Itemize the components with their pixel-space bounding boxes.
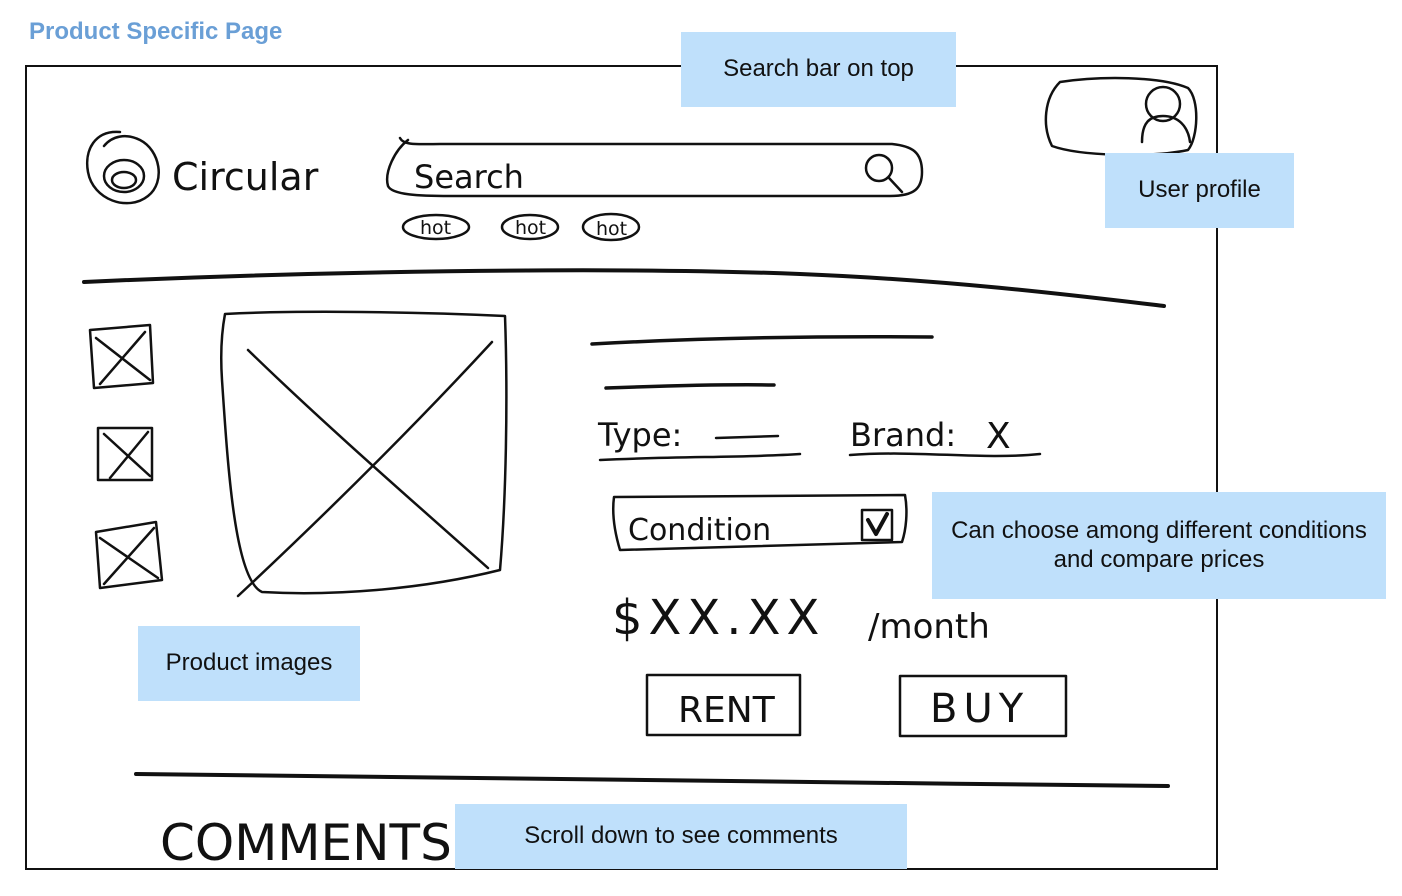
thumbnail-image-1[interactable] [88, 323, 155, 390]
checkbox-icon[interactable] [860, 508, 894, 542]
page-heading: Product Specific Page [29, 18, 283, 45]
main-product-image[interactable] [219, 310, 508, 598]
rent-button[interactable] [645, 673, 802, 737]
user-profile-button[interactable] [1044, 76, 1198, 157]
search-placeholder: Search [414, 158, 524, 196]
type-value-placeholder [714, 434, 780, 440]
hot-tag-2[interactable] [500, 213, 560, 241]
product-subtitle-placeholder [604, 382, 776, 390]
thumbnail-image-3[interactable] [94, 520, 164, 590]
brand-underline [848, 452, 1042, 458]
rent-button-label: RENT [678, 690, 776, 731]
search-bar[interactable] [385, 136, 924, 198]
hot-tag-3[interactable] [581, 212, 641, 242]
hot-tag-2-label: hot [515, 217, 546, 239]
hot-tag-1[interactable] [401, 213, 471, 241]
thumbnail-image-2[interactable] [96, 426, 154, 482]
wireframe-frame [25, 65, 1218, 870]
condition-label: Condition [628, 513, 771, 548]
product-title-placeholder [590, 335, 934, 346]
hot-tag-3-label: hot [596, 218, 627, 240]
note-user-profile: User profile [1105, 153, 1294, 228]
note-comments: Scroll down to see comments [455, 804, 907, 869]
price-unit: /month [868, 607, 990, 647]
brand-label: Brand: [850, 416, 956, 454]
brand-value: X [986, 416, 1011, 457]
type-label: Type: [597, 416, 682, 454]
logo-text: Circular [172, 155, 319, 199]
logo-icon[interactable] [85, 130, 160, 205]
type-underline [598, 452, 802, 462]
note-search-bar: Search bar on top [681, 32, 956, 107]
comments-divider [134, 772, 1170, 788]
note-product-images: Product images [138, 626, 360, 701]
comments-heading: COMMENTS [160, 814, 452, 872]
hot-tag-1-label: hot [420, 217, 451, 239]
header-divider [82, 268, 1166, 308]
price: $XX.XX [612, 590, 825, 646]
search-icon[interactable] [864, 153, 904, 194]
buy-button[interactable] [898, 674, 1068, 738]
user-profile-icon [1140, 85, 1192, 144]
condition-dropdown[interactable] [612, 493, 908, 552]
buy-button-label: BUY [930, 686, 1029, 732]
note-conditions: Can choose among different conditions an… [932, 492, 1386, 599]
